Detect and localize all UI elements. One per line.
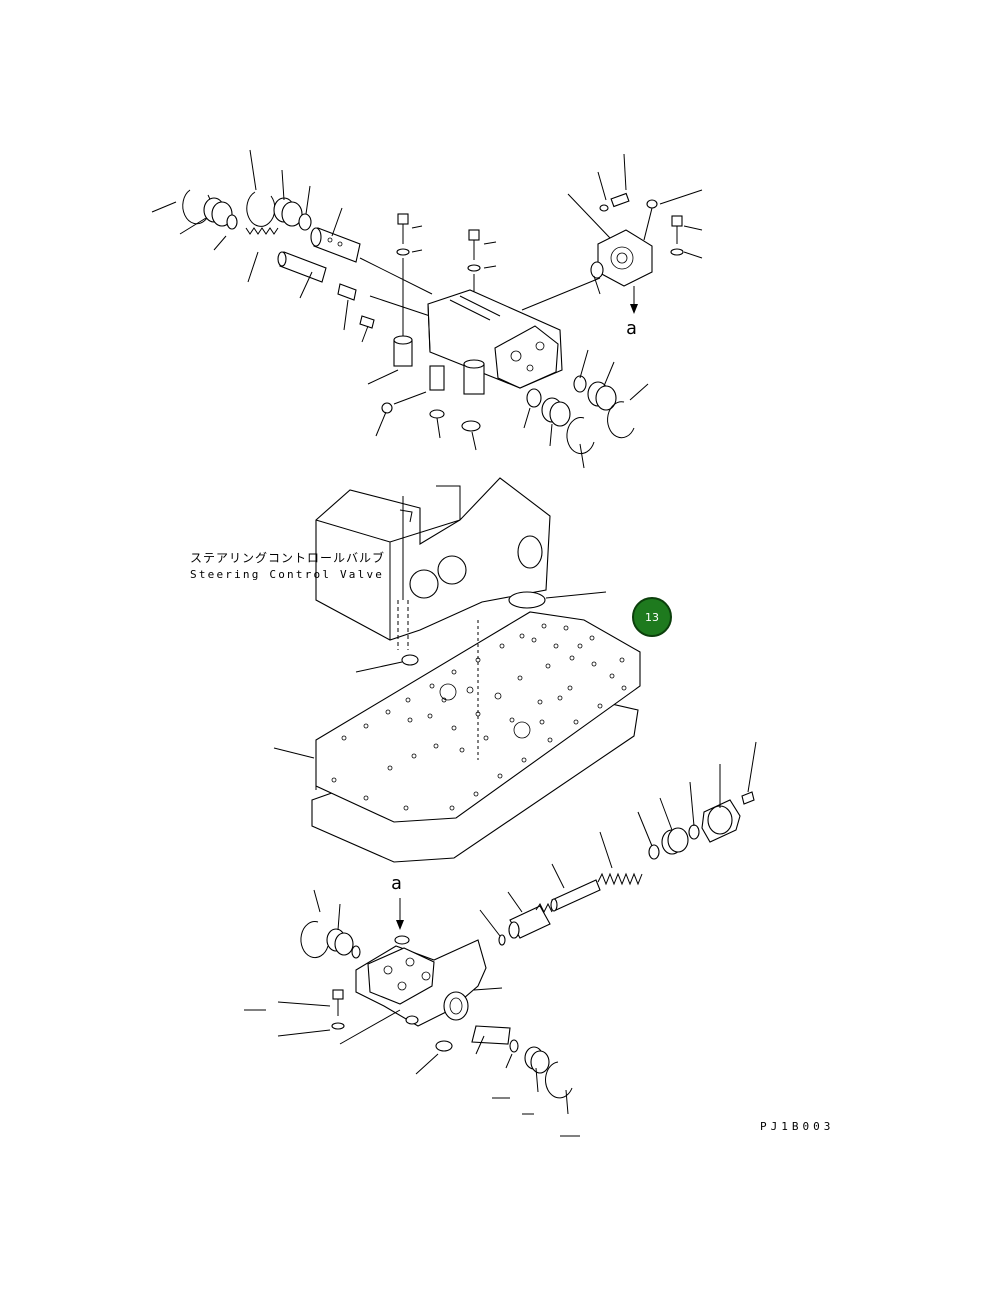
- lower-valve-assembly: [244, 889, 580, 1137]
- upper-valve-assembly: [151, 149, 703, 469]
- drawing-code: PJ1B003: [760, 1120, 835, 1133]
- relief-cartridge: [479, 741, 757, 946]
- title-english: Steering Control Valve: [190, 568, 385, 581]
- callout-badge[interactable]: 13: [632, 597, 672, 637]
- callout-number: 13: [645, 610, 659, 624]
- marker-a-top: a: [626, 318, 637, 339]
- marker-a-bottom: a: [391, 873, 402, 894]
- title-japanese: ステアリングコントロールバルブ: [190, 551, 386, 565]
- separator-plate: [273, 611, 641, 863]
- steering-control-valve-body: [315, 477, 607, 673]
